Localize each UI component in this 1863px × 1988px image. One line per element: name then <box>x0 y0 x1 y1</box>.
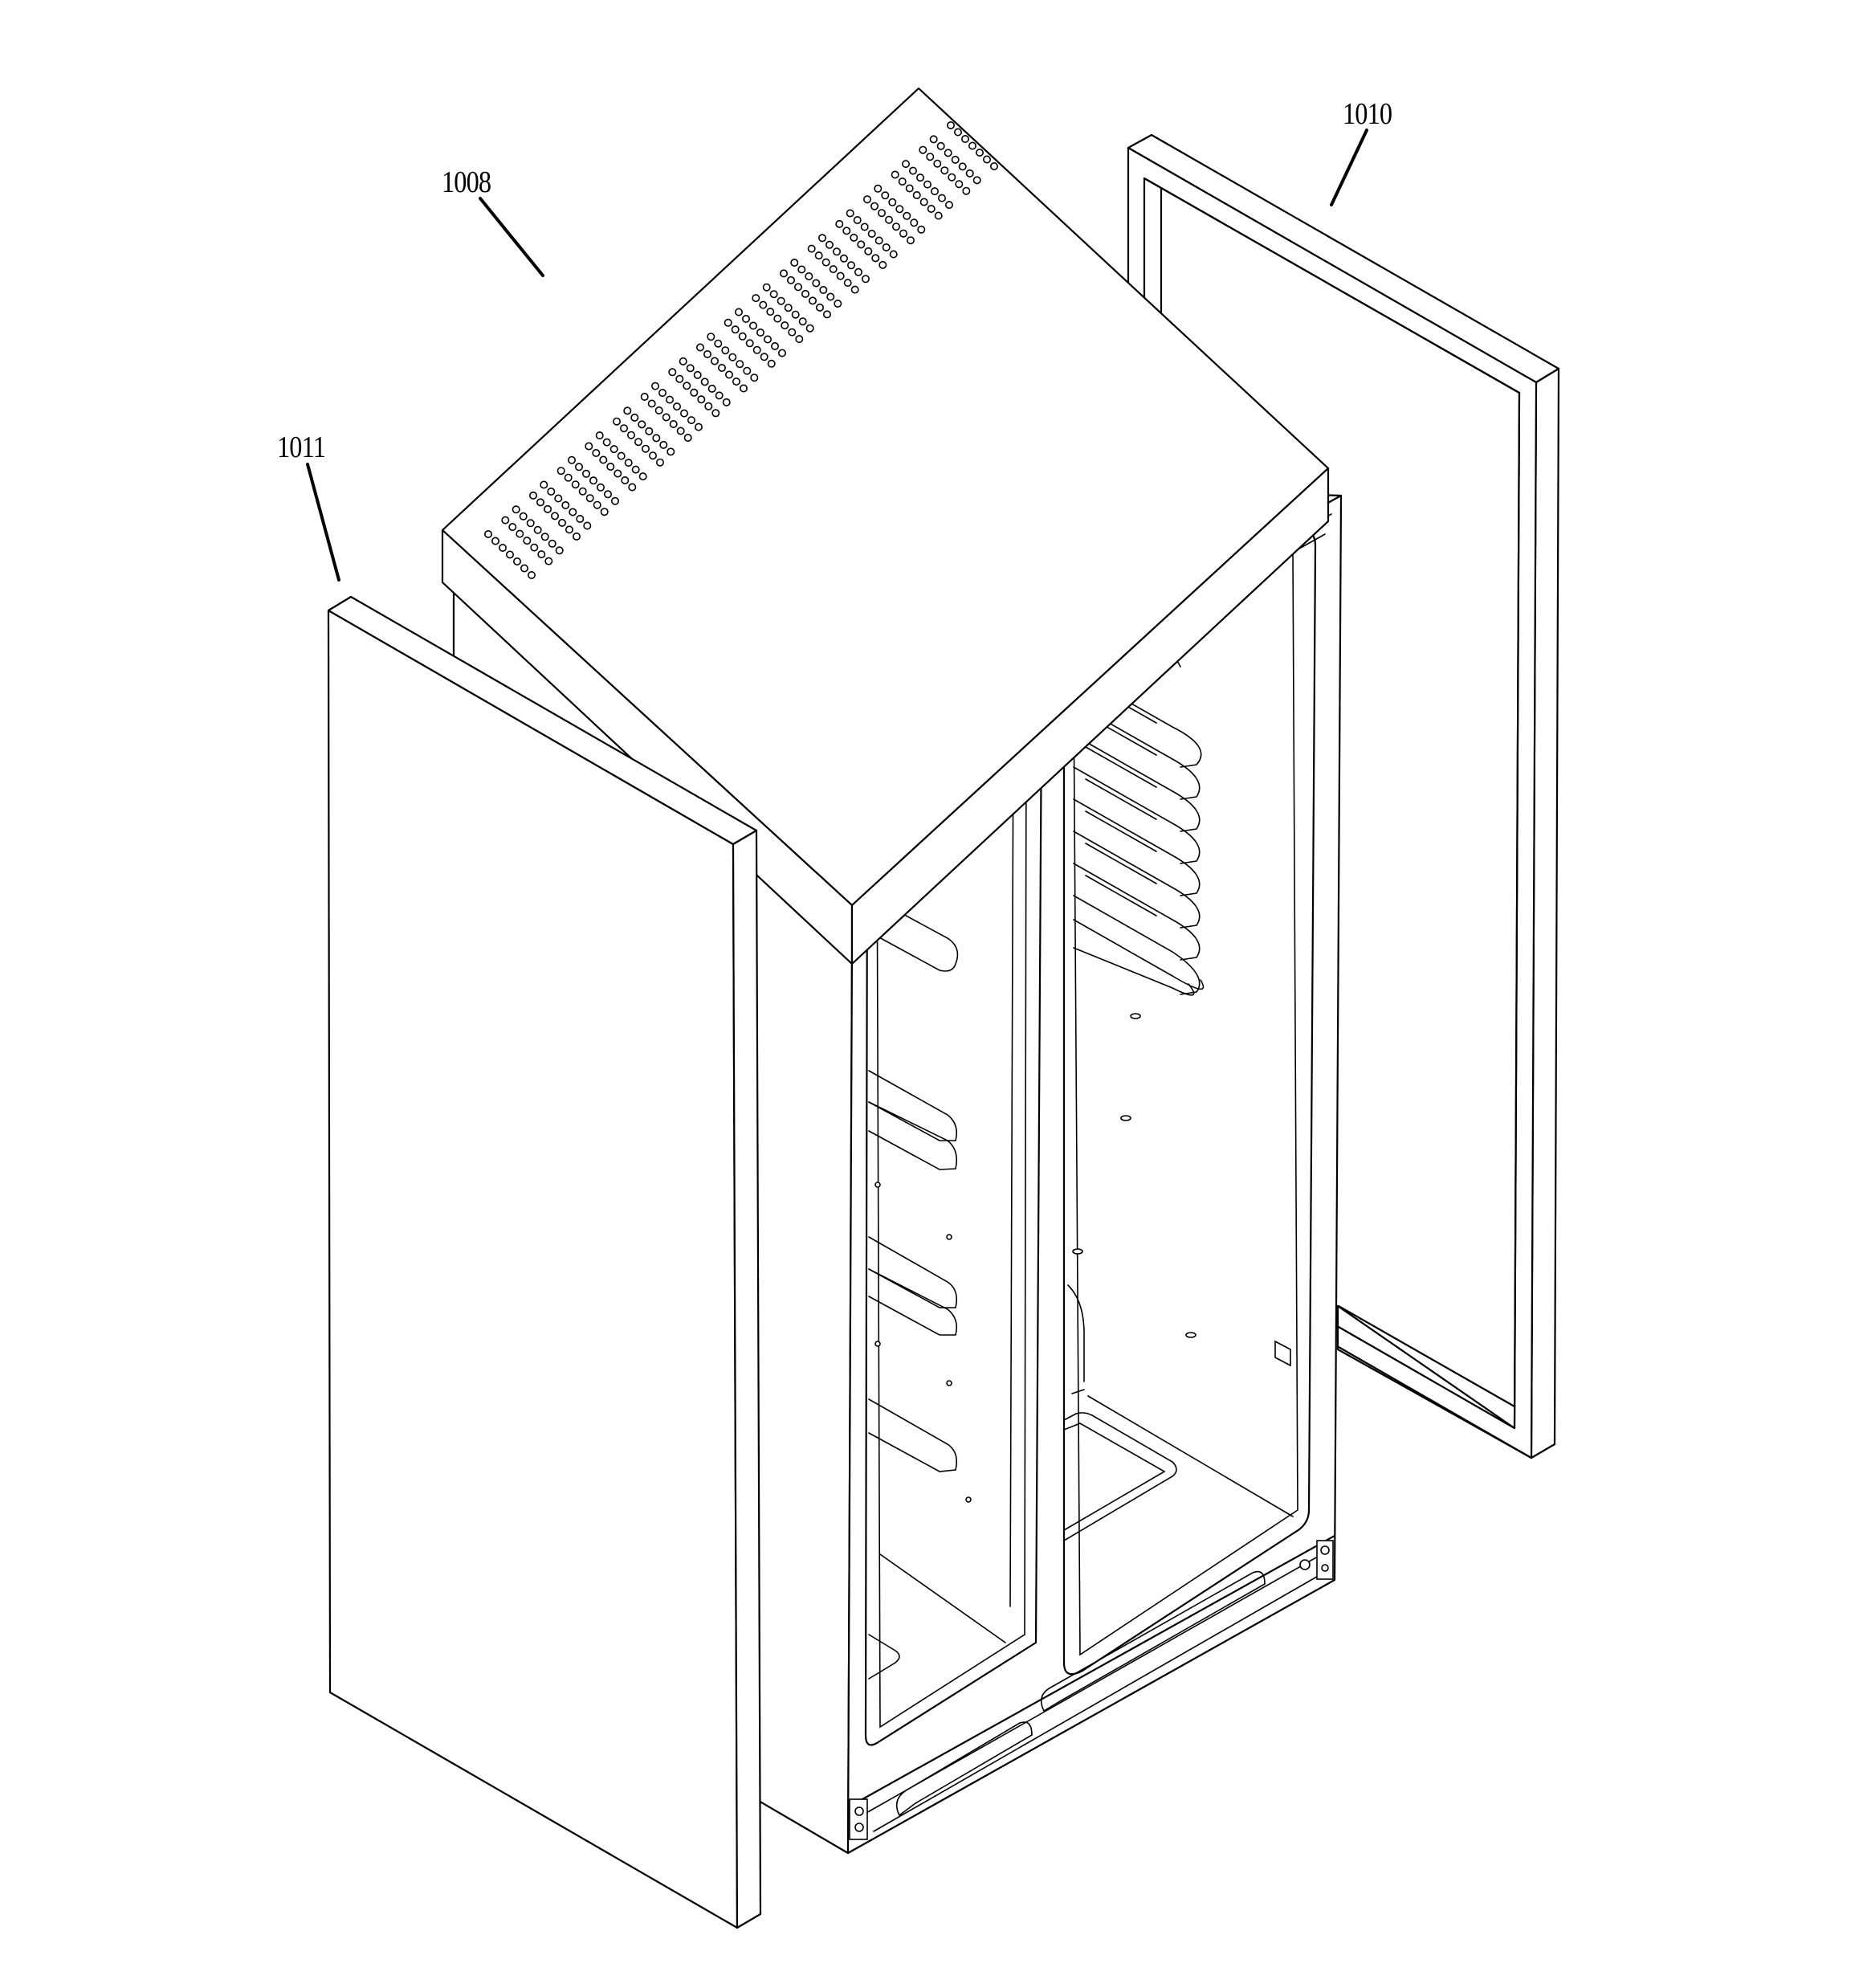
vent-hole-pattern <box>483 121 999 579</box>
fresh-food-shelf-supports <box>1073 626 1205 996</box>
leader-line-1011 <box>306 463 340 582</box>
callout-label-1011: 1011 <box>277 431 326 464</box>
callout-label-1010: 1010 <box>1343 97 1392 131</box>
leader-line-1010 <box>1330 129 1368 206</box>
top-panel-1008 <box>441 87 1330 965</box>
leader-line-1008 <box>479 197 544 277</box>
bottom-hinge-rail <box>846 1534 1336 1840</box>
callout-label-1008: 1008 <box>442 165 491 199</box>
left-side-panel-1011 <box>327 595 762 1929</box>
